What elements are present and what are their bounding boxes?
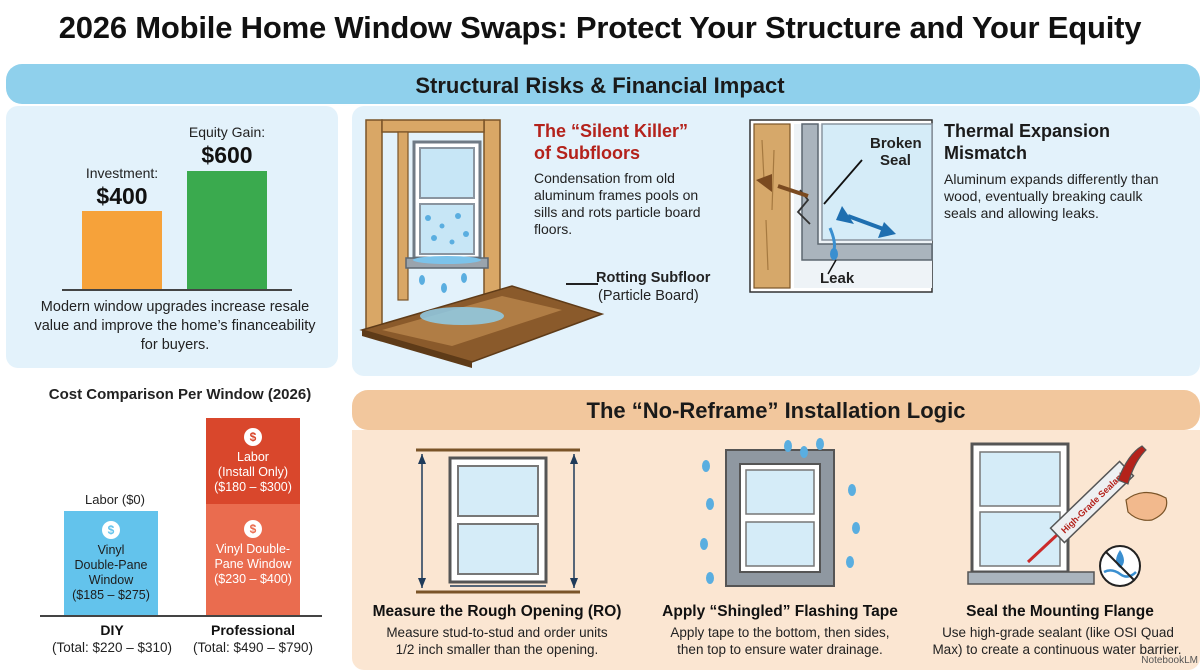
pro-labor-label-2: (Install Only) [217,465,289,479]
measure-window-illustration [416,448,580,594]
category-professional: Professional [210,622,296,638]
silent-killer-body-1: Condensation from old [534,170,675,186]
thermal-body-2: wood, eventually breaking caulk [944,188,1143,204]
leak-label: Leak [820,270,855,287]
flashing-tape-illustration [700,438,860,587]
cost-chart-title: Cost Comparison Per Window (2026) [48,386,312,403]
silent-killer-body-4: floors. [534,221,573,237]
equity-baseline [62,289,292,291]
dollar-coin-icon: $ [244,428,262,446]
section-title-structural: Structural Risks & Financial Impact [415,73,785,98]
thermal-heading-1: Thermal Expansion [944,121,1111,141]
diy-window-label-3: Window [88,573,134,587]
diy-labor-label: Labor ($0) [85,492,145,507]
section-banner-structural [6,64,1200,104]
pro-labor-bar: $ Labor (Install Only) ($180 – $300) [206,418,300,504]
thermal-body-1: Aluminum expands differently than [944,171,1159,187]
equity-gain-bar [187,171,267,289]
dollar-coin-icon: $ [244,520,262,538]
section-title-install: The “No-Reframe” Installation Logic [586,398,966,423]
pro-window-bar: $ Vinyl Double- Pane Window ($230 – $400… [206,504,300,615]
equity-gain-value: $600 [201,142,253,168]
silent-killer-heading-2: of Subfloors [534,143,640,163]
step-3-body-2: Max) to create a continuous water barrie… [932,642,1182,657]
pro-window-label-2: Pane Window [214,557,292,571]
total-professional: (Total: $490 – $790) [192,640,314,655]
step-3-title: Seal the Mounting Flange [966,603,1154,620]
rotting-subfloor-callout: Rotting Subfloor [596,270,711,286]
equity-caption: Modern window upgrades increase resale v… [34,299,316,353]
silent-killer-body-2: aluminum frames pools on [534,187,699,203]
pro-window-label-3: ($230 – $400) [214,572,292,586]
step-2-body-1: Apply tape to the bottom, then sides, [670,625,890,640]
step-2-body-2: then top to ensure water drainage. [677,642,883,657]
thermal-body-3: seals and allowing leaks. [944,205,1099,221]
diy-window-label-4: ($185 – $275) [72,588,150,602]
step-2-title: Apply “Shingled” Flashing Tape [662,603,898,620]
equity-gain-label: Equity Gain: [188,124,266,140]
investment-value: $400 [96,183,148,209]
thermal-heading-2: Mismatch [944,143,1028,163]
total-diy: (Total: $220 – $310) [51,640,173,655]
section-banner-install [352,390,1200,430]
silent-killer-body-3: sills and rots particle board [534,204,701,220]
step-1-body-2: 1/2 inch smaller than the opening. [395,642,599,657]
step-1-title: Measure the Rough Opening (RO) [372,603,622,620]
rotting-subfloor-illustration [359,119,605,368]
diy-window-bar: $ Vinyl Double-Pane Window ($185 – $275) [64,511,158,615]
particle-board-callout: (Particle Board) [598,288,699,304]
equity-panel [6,106,338,368]
category-diy: DIY [100,622,124,638]
notebooklm-watermark: NotebookLM [1141,655,1198,666]
page-title: 2026 Mobile Home Window Swaps: Protect Y… [58,10,1142,45]
thermal-expansion-illustration [749,119,933,293]
pro-labor-label-3: ($180 – $300) [214,480,292,494]
diy-window-label-1: Vinyl [97,543,125,557]
investment-label: Investment: [85,165,159,181]
callout-line [566,283,598,285]
step-3-body-1: Use high-grade sealant (like OSI Quad [942,625,1174,640]
cost-baseline [40,615,322,617]
silent-killer-heading-1: The “Silent Killer” [534,121,689,141]
investment-bar [82,211,162,289]
diy-window-label-2: Double-Pane [74,558,148,572]
sealant-illustration: High-Grade Sealant [967,442,1168,587]
broken-seal-label-2: Seal [880,152,911,169]
broken-seal-label-1: Broken [870,135,922,152]
step-1-body-1: Measure stud-to-stud and order units [386,625,608,640]
dollar-coin-icon: $ [102,521,120,539]
pro-window-label-1: Vinyl Double- [215,542,291,556]
pro-labor-label-1: Labor [237,450,269,464]
